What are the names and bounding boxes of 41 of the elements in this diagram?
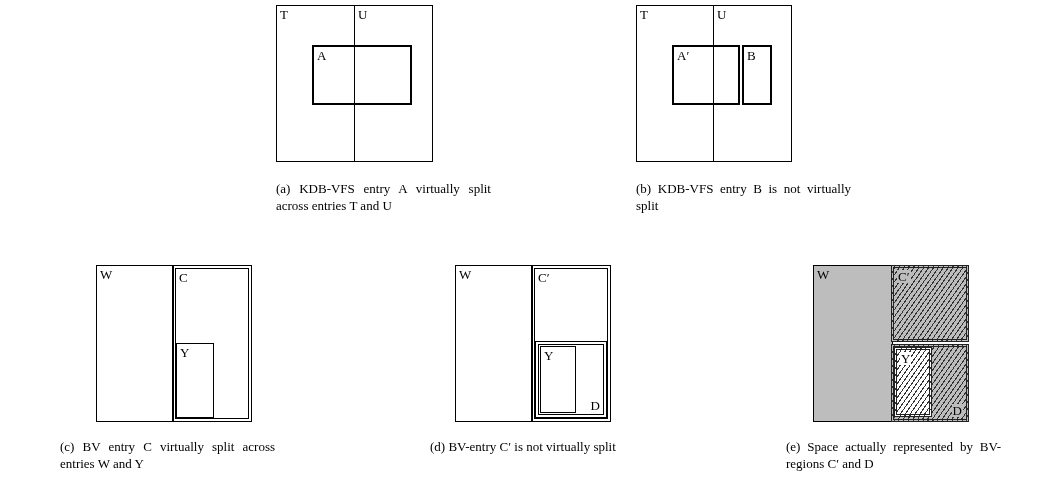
region-rectangle [636,5,714,162]
region-rectangle [455,265,533,422]
region-label: D [590,399,600,412]
region-label: Y [544,349,554,362]
region-label: C′ [897,270,911,283]
region-label: T [640,8,648,21]
region-rectangle [96,265,174,422]
hatched-region [891,265,969,342]
region-rectangle [540,346,576,413]
entry-rectangle [535,341,607,418]
region-rectangle [276,5,355,162]
figure-caption: (c) BV entry C virtually split across entries W and Y [60,438,275,472]
figure-caption: (e) Space actually represented by BV-regions C′ and D [786,438,1001,472]
entry-rectangle [531,265,611,422]
hatched-region [894,347,932,417]
entry-rectangle [742,45,772,105]
region-label: W [817,268,830,281]
region-label: B [747,49,756,62]
region-label: U [717,8,727,21]
region-label: Y [900,352,912,365]
region-label: T [280,8,288,21]
entry-rectangle [672,45,740,105]
region-rectangle [354,5,433,162]
region-rectangle [176,343,214,418]
region-rectangle [813,265,893,422]
figure-caption: (b) KDB-VFS entry B is not virtually split [636,180,851,214]
entry-rectangle [312,45,412,105]
entry-rectangle [172,265,252,422]
region-label: C [179,271,188,284]
region-label: W [100,268,113,281]
region-label: W [459,268,472,281]
figure-caption: (a) KDB-VFS entry A virtually split across entries T and U [276,180,491,214]
region-label: U [358,8,368,21]
region-label: A [317,49,327,62]
region-label: A′ [677,49,690,62]
hatched-region [891,344,969,422]
region-rectangle [713,5,792,162]
figure-caption: (d) BV-entry C′ is not virtually split [430,438,617,455]
region-label: Y [180,346,190,359]
region-label: D [951,404,963,417]
region-label: C′ [538,271,550,284]
